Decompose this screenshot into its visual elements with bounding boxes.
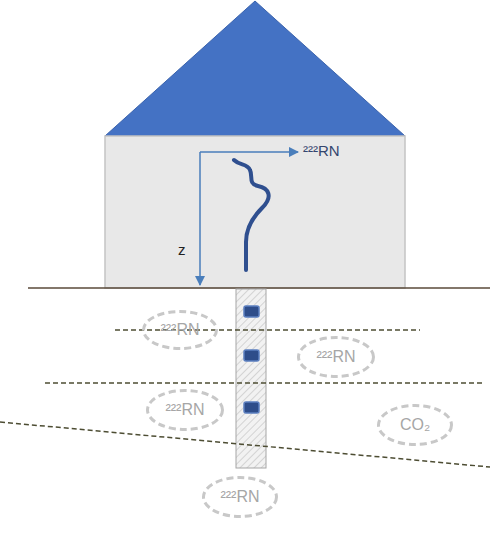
axis-label: z (178, 241, 186, 258)
gas-label: CO₂ (400, 416, 430, 434)
gas-label: ²²²RN (165, 401, 204, 419)
house-roof (105, 1, 405, 136)
axis-z (199, 152, 201, 285)
ellipse-shape (299, 338, 374, 377)
house-body (105, 136, 405, 288)
sensor (244, 306, 259, 317)
axis-horizontal (200, 151, 298, 153)
sensor (244, 350, 259, 361)
gas-label: ²²²RN (160, 321, 199, 339)
gas-pocket: ²²²RN (146, 389, 224, 431)
flux-label: ²²²RN (303, 142, 340, 159)
ellipse-shape (148, 391, 223, 430)
ellipse-shape (144, 312, 217, 349)
gas-pocket: ²²²RN (297, 336, 375, 378)
gas-label: ²²²RN (220, 488, 259, 506)
radon-path (234, 160, 269, 270)
ellipse-shape (204, 478, 277, 517)
gas-label: ²²²RN (316, 348, 355, 366)
sensor (244, 402, 259, 413)
ellipse-shape (379, 406, 452, 445)
borehole (236, 289, 266, 468)
soil-layer (45, 382, 485, 384)
gas-pocket: ²²²RN (202, 476, 278, 518)
gas-pocket: CO₂ (377, 404, 453, 446)
gas-pocket: ²²²RN (142, 310, 218, 350)
